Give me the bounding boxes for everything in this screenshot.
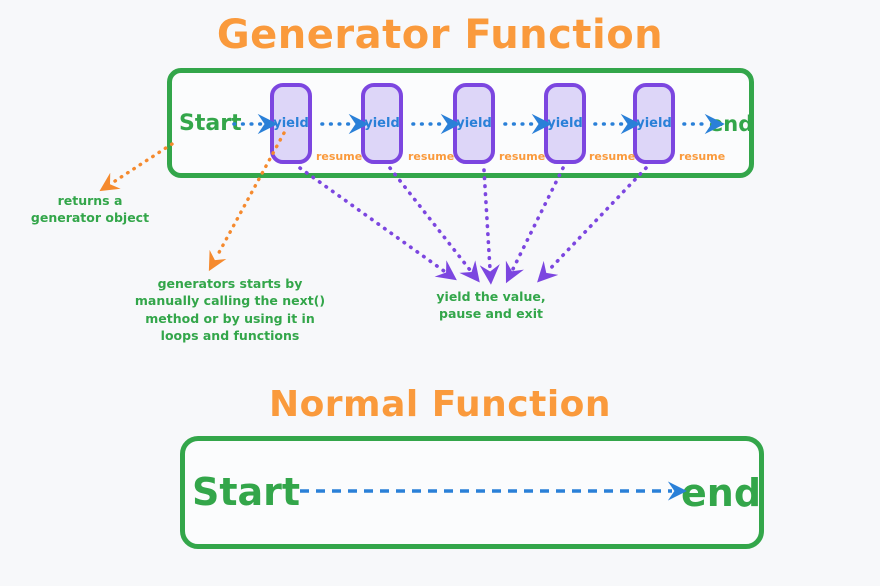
yield-box-2: yield [361, 83, 403, 164]
resume-label-1: resume [316, 150, 363, 163]
arrow-returns-generator-object [99, 142, 174, 192]
resume-label-3: resume [499, 150, 546, 163]
generator-function-title: Generator Function [216, 12, 664, 58]
yield-box-1: yield [270, 83, 312, 164]
arrow-yield3-explain [479, 168, 500, 285]
yield-label: yield [364, 116, 400, 131]
yield-label: yield [547, 116, 583, 131]
arrow-yield5-explain [537, 166, 648, 283]
generator-start-label: Start [179, 111, 242, 136]
generator-end-label: end [709, 112, 754, 136]
yield-box-5: yield [633, 83, 675, 164]
normal-end-label: end [681, 471, 762, 515]
yield-label: yield [273, 116, 309, 131]
annotation-generators-start-by-next: generators starts by manually calling th… [134, 276, 326, 343]
resume-label-4: resume [589, 150, 636, 163]
annotation-yield-the-value: yield the value, pause and exit [436, 289, 546, 322]
annotation-returns-generator-object: returns a generator object [30, 193, 150, 226]
arrow-yield2-explain [388, 166, 480, 283]
yield-label: yield [456, 116, 492, 131]
normal-start-label: Start [192, 470, 301, 514]
yield-box-3: yield [453, 83, 495, 164]
normal-function-title: Normal Function [268, 384, 612, 425]
arrow-yield4-explain [505, 166, 565, 284]
resume-label-5: resume [679, 150, 726, 163]
yield-label: yield [636, 116, 672, 131]
resume-label-2: resume [408, 150, 455, 163]
arrow-yield1-explain [298, 166, 457, 281]
yield-box-4: yield [544, 83, 586, 164]
